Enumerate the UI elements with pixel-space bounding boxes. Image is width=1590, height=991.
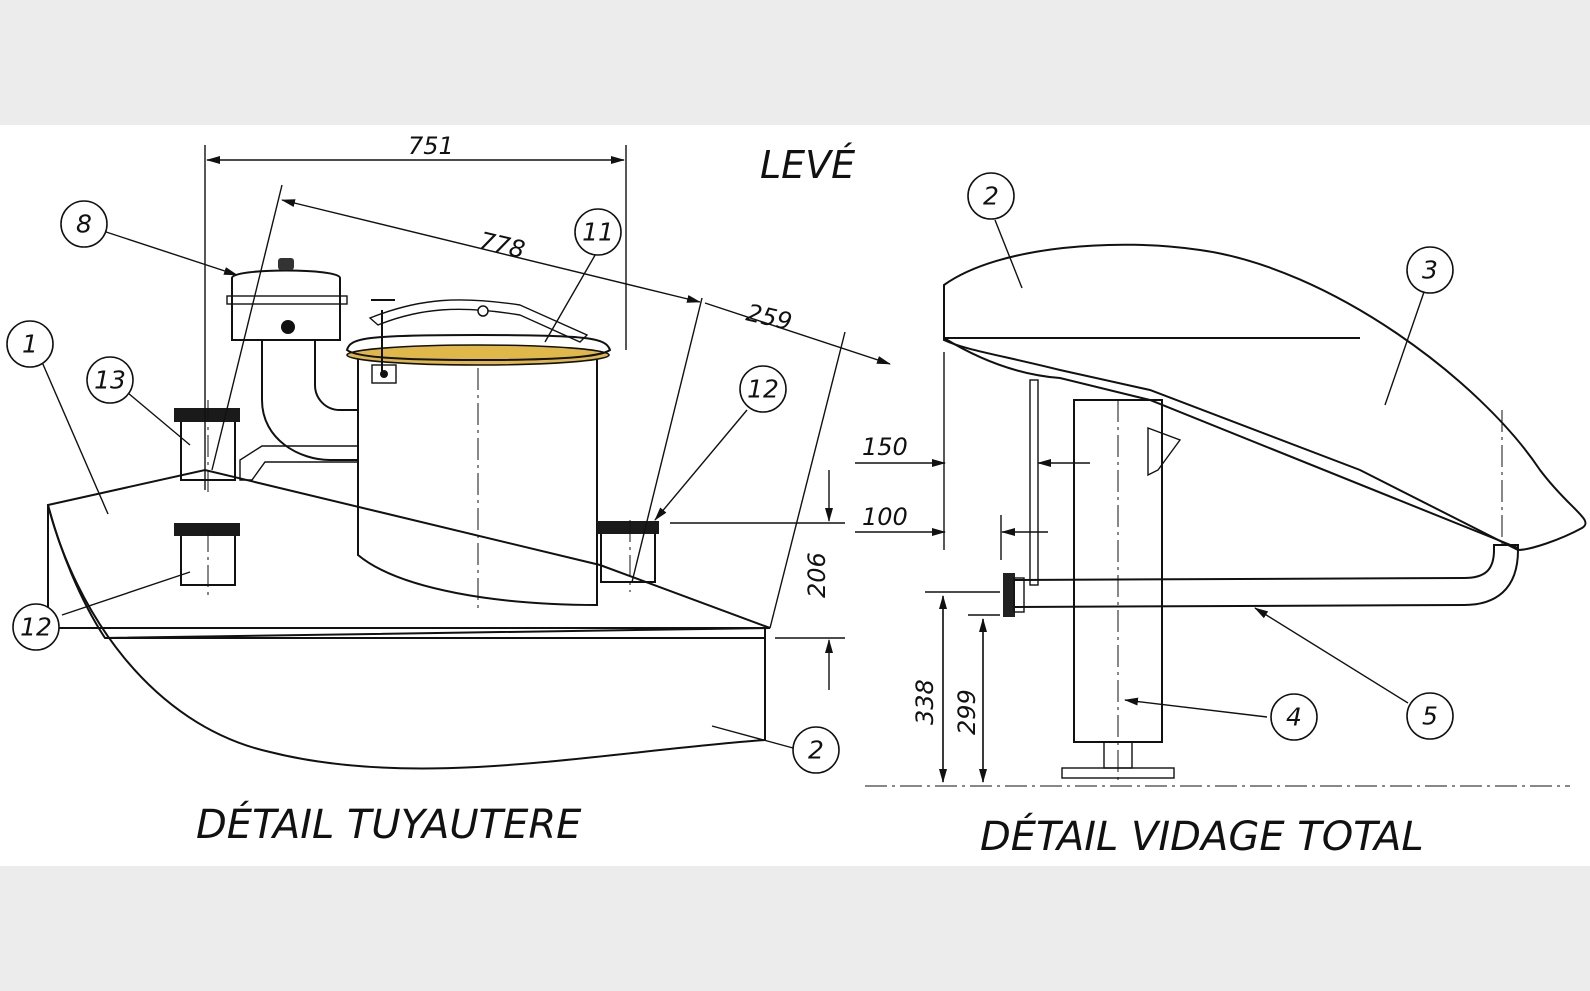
dim-259: 259 [744,299,795,337]
callout-2-left: 2 [792,726,840,774]
title-detail-tuyautere: DÉTAIL TUYAUTERE [196,800,582,848]
vent-box [226,258,359,481]
dim-338: 338 [911,679,939,725]
callouts-left: 1 8 11 13 12 12 2 [6,200,840,774]
tank-hood [943,243,1587,552]
svg-text:1: 1 [22,330,38,359]
callout-4: 4 [1270,693,1318,741]
view-label: LEVÉ [760,143,855,187]
svg-text:4: 4 [1286,703,1302,732]
svg-text:12: 12 [747,375,779,404]
tank-body-left [46,468,771,770]
vessel [345,299,612,612]
svg-text:2: 2 [983,182,999,211]
svg-text:11: 11 [582,218,614,247]
dimensions-right: 150 100 338 299 [855,352,1570,787]
leaders-right [994,219,1425,718]
leaders-left [41,229,794,749]
title-detail-vidage-total: DÉTAIL VIDAGE TOTAL [980,812,1424,860]
nozzle-12-left [174,523,240,595]
svg-text:13: 13 [94,366,126,395]
svg-text:2: 2 [808,736,824,765]
svg-text:8: 8 [76,210,92,239]
nozzle-12-right [597,520,659,592]
dim-751: 751 [408,132,454,160]
support-leg [1029,379,1182,780]
dimensions-left: 751 778 259 206 [204,132,891,690]
callouts-right: 2 3 4 5 [967,172,1454,741]
svg-text:12: 12 [20,613,52,642]
callout-12-left: 12 [12,603,60,651]
callout-3: 3 [1406,246,1454,294]
callout-8: 8 [60,200,108,248]
callout-2-right: 2 [967,172,1015,220]
dim-150: 150 [862,433,908,461]
dim-206: 206 [803,552,831,598]
svg-text:3: 3 [1422,256,1438,285]
callout-13: 13 [86,356,134,404]
callout-5: 5 [1406,692,1454,740]
callout-1: 1 [6,320,54,368]
dim-100: 100 [862,503,908,531]
callout-11: 11 [574,208,622,256]
dim-778: 778 [477,227,528,265]
callout-12-right: 12 [739,365,787,413]
nozzle-13 [174,400,240,492]
dim-299: 299 [953,689,981,735]
drain-pipe [1003,544,1519,617]
svg-text:5: 5 [1422,702,1438,731]
